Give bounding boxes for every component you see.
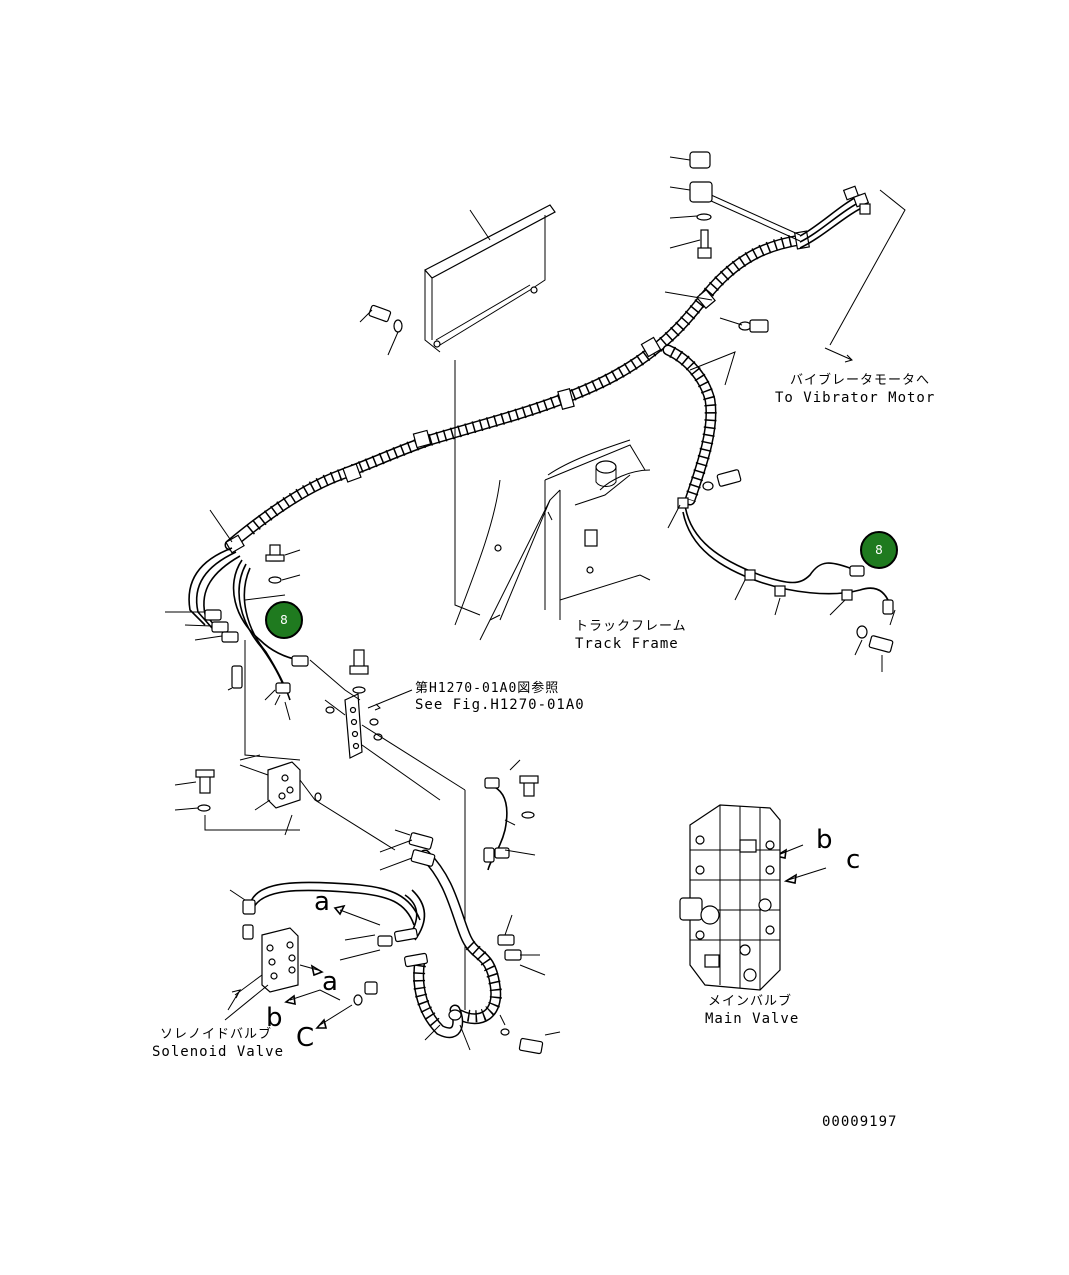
port-letter-C-lower: C [296, 1023, 314, 1053]
left-hose-splits [165, 509, 309, 721]
vibrator-label-jp: バイブレータモータへ [790, 372, 930, 388]
see-fig-label-jp: 第H1270-01A0図参照 [415, 680, 559, 696]
solenoid-valve-label-en: Solenoid Valve [152, 1044, 284, 1060]
port-letter-c-main: c [846, 845, 860, 875]
main-valve-label-jp: メインバルブ [708, 993, 792, 1009]
solenoid-valve [224, 881, 421, 1021]
marker-badge-right[interactable]: 8 [860, 531, 898, 569]
lower-left-block [174, 640, 396, 851]
drawing-number: 00009197 [822, 1114, 897, 1130]
port-letter-b-main: b [816, 825, 833, 855]
track-frame [454, 439, 651, 641]
port-letter-a-upper: a [314, 887, 330, 917]
lower-hose-loop [339, 829, 561, 1055]
port-letter-b-lower: b [266, 1003, 283, 1033]
main-valve-label-en: Main Valve [705, 1011, 799, 1027]
marker-badge-left[interactable]: 8 [265, 601, 303, 639]
port-letter-a-lower: a [322, 967, 338, 997]
main-hose-bundle [224, 230, 810, 554]
mounting-bracket [359, 204, 556, 616]
see-fig-label-en: See Fig.H1270-01A0 [415, 697, 585, 713]
solenoid-valve-label-jp: ソレノイドバルブ [160, 1026, 272, 1042]
marker-badge-left-value: 8 [280, 613, 288, 627]
vibrator-label-en: To Vibrator Motor [775, 390, 935, 406]
annotations: バイブレータモータへ To Vibrator Motor トラックフレーム Tr… [152, 372, 935, 1130]
junction-bracket [309, 649, 466, 1010]
vibrator-hose-lines [699, 185, 906, 363]
port-arrows [284, 844, 827, 1029]
middle-right-hose [483, 759, 539, 871]
track-frame-label-en: Track Frame [575, 636, 679, 652]
marker-badge-right-value: 8 [875, 543, 883, 557]
main-valve [679, 804, 781, 991]
track-frame-label-jp: トラックフレーム [575, 619, 687, 634]
top-right-clips [664, 151, 769, 333]
right-branch-hose [662, 344, 896, 672]
